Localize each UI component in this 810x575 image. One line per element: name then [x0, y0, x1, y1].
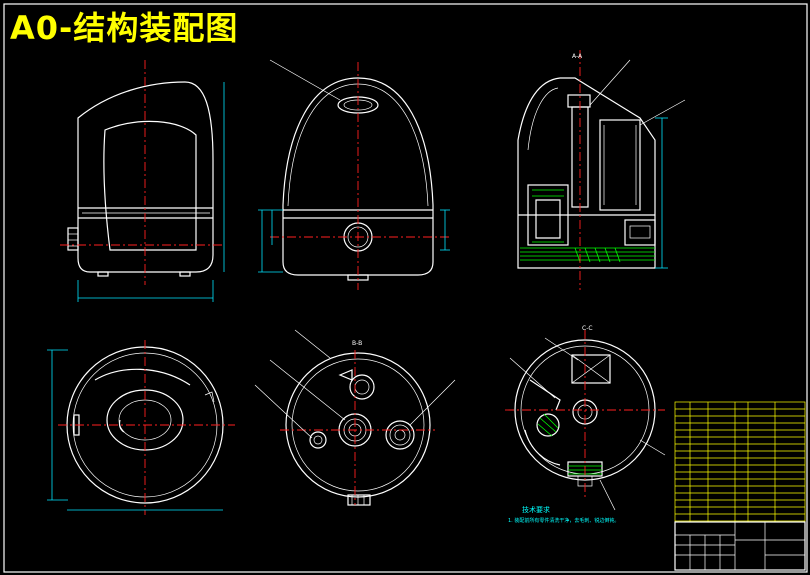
technical-requirements: 技术要求 1. 装配前所有零件清洗干净，去毛刺、锐边倒钝。 [508, 505, 619, 524]
section-label-c: C-C [582, 325, 593, 332]
top-plan-view [47, 340, 235, 515]
sheet-title: A0-结构装配图 [10, 9, 239, 47]
section-label-b: B-B [352, 340, 362, 347]
tech-requirements-line-1: 1. 装配前所有零件清洗干净，去毛刺、锐边倒钝。 [508, 517, 619, 524]
drawing-border [3, 3, 808, 573]
bill-of-materials [674, 401, 806, 523]
section-c-c-view: C-C [505, 325, 666, 511]
section-a-a-view: A-A [517, 50, 686, 290]
front-elevation-view [258, 59, 450, 290]
section-label-a: A-A [572, 53, 583, 60]
tech-requirements-heading: 技术要求 [522, 505, 550, 514]
title-block [674, 521, 806, 571]
section-b-b-view: B-B [254, 329, 456, 506]
side-elevation-view [60, 60, 225, 302]
